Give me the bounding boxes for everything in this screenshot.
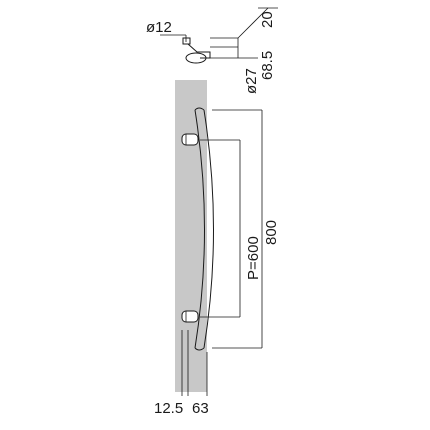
offset-dimensions [181,330,208,396]
projection-top-label: 20 [259,11,276,28]
projection-top-leader [237,7,269,39]
offset-small-label: 12.5 [154,400,183,417]
handle-bar-top-cap [194,107,205,111]
handle-bar-bottom-cap [194,347,205,351]
offset-large-label: 63 [192,400,209,417]
overall-length-label: 800 [263,220,280,245]
rod-tip [182,37,191,45]
rod-diameter-label: ø12 [146,19,172,36]
upper-standoff [181,133,199,146]
pitch-dimension [200,139,241,318]
handle-bar-outer-edge [194,109,205,349]
projection-total-label: 68.5 [259,51,276,80]
overall-length-dimension [212,109,263,349]
standoff-profile [187,43,211,59]
base-diameter-label: ø27 [243,68,260,94]
top-view [160,7,278,64]
door-panel [175,80,207,392]
lower-standoff [181,310,199,323]
pitch-label: P=600 [245,236,262,280]
standoff-base [185,52,207,64]
